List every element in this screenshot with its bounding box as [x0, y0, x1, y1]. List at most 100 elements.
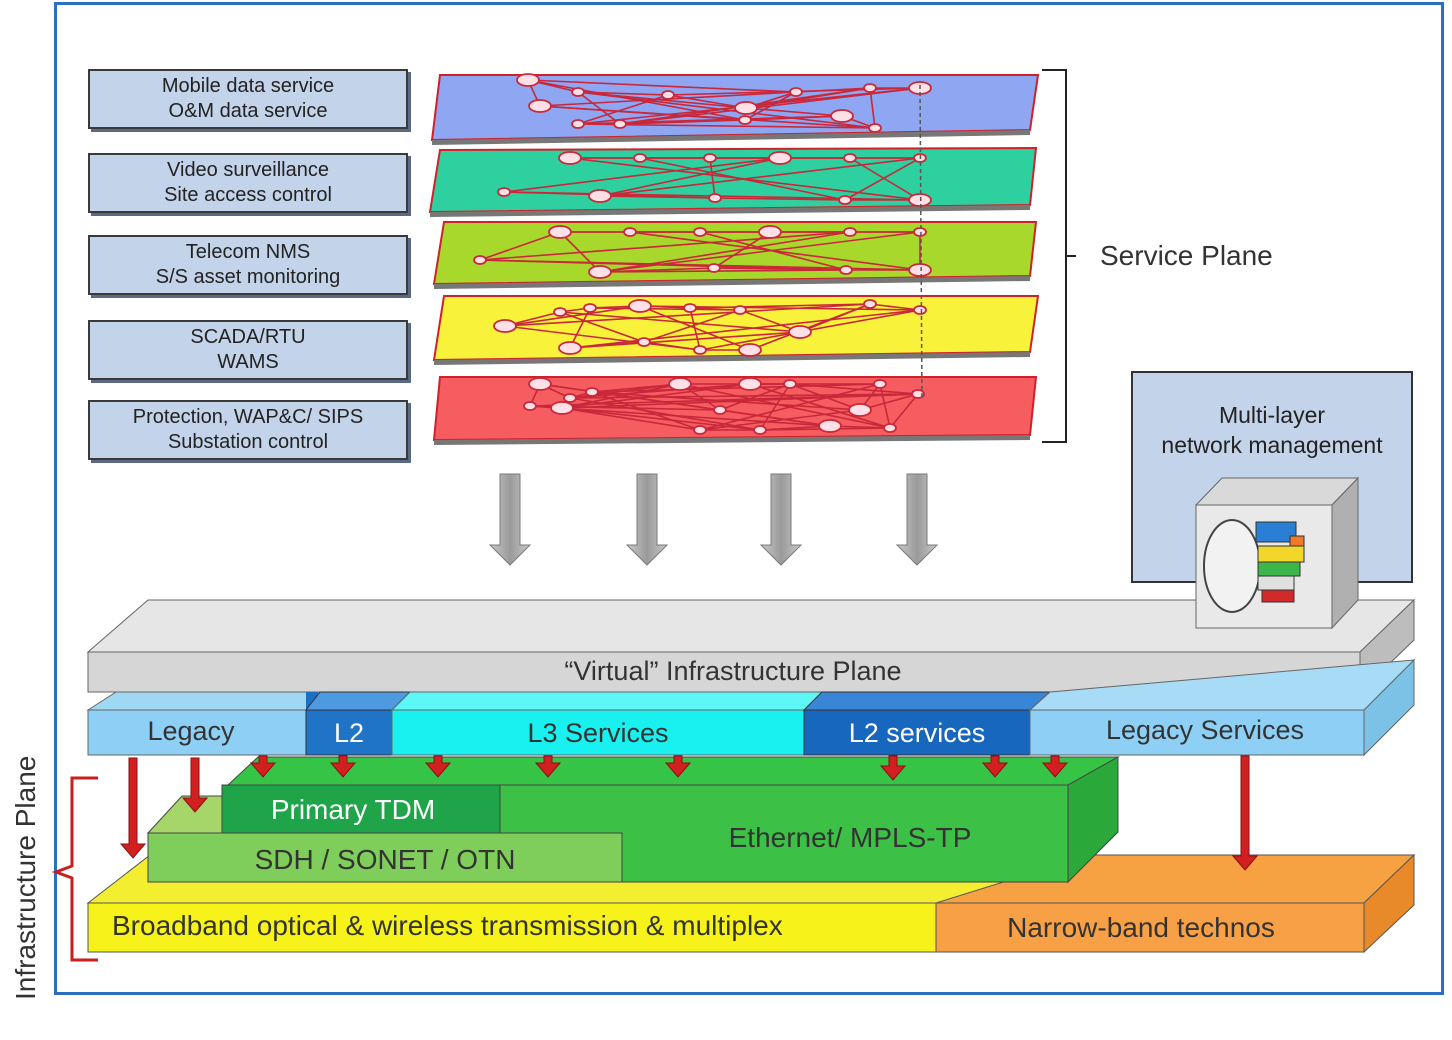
- network-link: [591, 383, 881, 393]
- network-link: [749, 303, 871, 351]
- red-arrow: [534, 755, 562, 778]
- network-node: [713, 405, 727, 415]
- service-box-line: O&M data service: [168, 100, 328, 122]
- service-box-video: Video surveillance Site access control: [88, 153, 408, 213]
- service-layers: [428, 73, 1040, 445]
- network-node: [683, 303, 697, 313]
- network-node: [563, 393, 577, 403]
- service-box-line: Protection, WAP&C/ SIPS: [132, 406, 364, 428]
- grey-down-arrows: [488, 473, 939, 566]
- service-box-protection: Protection, WAP&C/ SIPS Substation contr…: [88, 400, 408, 460]
- network-node: [708, 193, 722, 203]
- network-link: [599, 157, 921, 197]
- network-node: [863, 299, 877, 309]
- service-box-line: Site access control: [164, 184, 332, 206]
- network-link: [577, 91, 669, 96]
- network-node: [558, 151, 582, 165]
- narrowband-label: Narrow-band technos: [1007, 912, 1275, 943]
- red-arrow: [879, 755, 907, 781]
- network-link: [479, 231, 851, 261]
- network-link: [577, 91, 876, 129]
- network-link: [561, 393, 919, 409]
- network-link: [869, 303, 921, 311]
- network-node: [830, 109, 854, 123]
- down-arrow: [895, 473, 939, 566]
- l2-block: [305, 709, 393, 756]
- network-link: [689, 307, 701, 351]
- service-plane-brace: [1042, 69, 1076, 443]
- red-arrow: [181, 757, 209, 813]
- network-node: [908, 263, 932, 277]
- network-link: [539, 105, 876, 129]
- sdh-block: [147, 832, 623, 883]
- red-arrow: [664, 755, 692, 778]
- network-node: [703, 153, 717, 163]
- network-link: [795, 87, 871, 93]
- network-node: [623, 227, 637, 237]
- network-node: [528, 99, 552, 113]
- network-node: [911, 389, 925, 399]
- layer-edge: [434, 352, 1030, 365]
- service-box-mobile: Mobile data service O&M data service: [88, 69, 408, 129]
- network-node: [693, 345, 707, 355]
- l3-block: [391, 709, 805, 756]
- infrastructure-bracket: [51, 776, 98, 962]
- network-node: [548, 225, 572, 239]
- red-arrow: [249, 755, 277, 778]
- nms-label-line: Multi-layer: [1218, 402, 1326, 428]
- network-node: [633, 153, 647, 163]
- network-node: [863, 83, 877, 93]
- network-node: [883, 423, 897, 433]
- network-node: [523, 401, 537, 411]
- network-node: [628, 299, 652, 313]
- network-node: [637, 337, 651, 347]
- primary-tdm-block: [221, 784, 501, 834]
- network-node: [733, 305, 747, 315]
- l2-services-block: [803, 709, 1031, 756]
- network-node: [738, 343, 762, 357]
- service-box-nms: Telecom NMS S/S asset monitoring: [88, 235, 408, 295]
- network-link: [709, 157, 716, 199]
- legacy-label: Legacy: [147, 716, 235, 746]
- network-link: [599, 231, 851, 273]
- ethernet-label: Ethernet/ MPLS-TP: [728, 822, 972, 853]
- network-link: [719, 409, 831, 427]
- service-layer: [432, 295, 1040, 365]
- network-link: [527, 79, 797, 93]
- service-box-line: Video surveillance: [167, 159, 329, 181]
- service-box-line: Mobile data service: [161, 75, 335, 97]
- network-node: [734, 101, 758, 115]
- service-layer: [428, 146, 1038, 217]
- network-link: [569, 341, 645, 349]
- network-node: [788, 325, 812, 339]
- network-node: [839, 265, 853, 275]
- network-node: [783, 379, 797, 389]
- network-link: [479, 231, 561, 261]
- broadband-front: [87, 902, 937, 953]
- network-link: [559, 311, 645, 343]
- network-node: [528, 377, 552, 391]
- service-layer: [430, 73, 1040, 145]
- network-node: [583, 303, 597, 313]
- network-node: [588, 265, 612, 279]
- service-box-scada: SCADA/RTU WAMS: [88, 320, 408, 380]
- network-node: [768, 151, 792, 165]
- network-node: [553, 307, 567, 317]
- primary-tdm-label: Primary TDM: [270, 794, 436, 825]
- network-link: [789, 383, 919, 395]
- down-arrow: [759, 473, 803, 566]
- network-link: [714, 197, 846, 201]
- network-node: [758, 225, 782, 239]
- l3-services-label: L3 Services: [527, 718, 669, 748]
- network-link: [689, 303, 871, 309]
- network-node: [843, 227, 857, 237]
- l2-services-label: L2 services: [848, 718, 986, 748]
- legacy-services-label: Legacy Services: [1105, 715, 1305, 745]
- network-link: [879, 383, 891, 429]
- network-link: [643, 309, 741, 343]
- virtual-plane-label: “Virtual” Infrastructure Plane: [564, 656, 902, 686]
- service-layer: [432, 376, 1038, 445]
- network-link: [503, 157, 781, 193]
- network-link: [749, 383, 891, 429]
